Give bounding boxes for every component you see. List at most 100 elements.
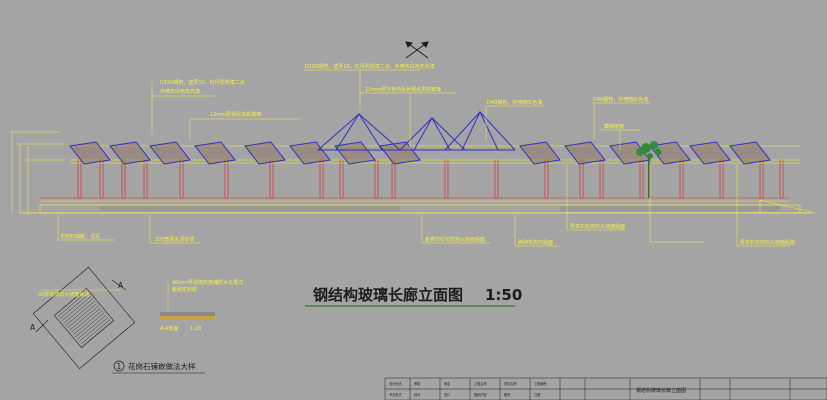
- page-title: 钢结构玻璃长廊立面图: [313, 286, 463, 304]
- hatch-line: [69, 305, 99, 331]
- hatch-line: [75, 312, 105, 338]
- column: [374, 159, 379, 199]
- ground-platform: [20, 197, 816, 214]
- hatch-line: [80, 319, 111, 345]
- section-marker-bottom: A: [30, 323, 36, 332]
- detail-number: 1: [117, 362, 122, 371]
- hatch-line: [78, 317, 109, 342]
- column: [444, 159, 449, 199]
- annotation-top-left-2: 外喷灰白色无光漆: [160, 88, 200, 95]
- hatch-line: [77, 314, 107, 340]
- glass-slat: [519, 141, 561, 165]
- glass-slat: [334, 141, 376, 165]
- annotation-bottom-1: 花岗石铺嵌，详见: [60, 233, 100, 240]
- hatch-line: [59, 294, 90, 319]
- hatch-line: [82, 321, 113, 347]
- column: [143, 159, 148, 199]
- detail-side-note: 30厚花岗石火烧面铺装: [38, 291, 89, 298]
- column: [121, 159, 126, 199]
- section-label: A-A剖面: [160, 325, 178, 332]
- hatch-line: [73, 310, 103, 335]
- column: [99, 159, 104, 199]
- title-block: [384, 377, 827, 400]
- column: [224, 159, 229, 199]
- column-group: [77, 159, 784, 199]
- glass-slat: [194, 141, 236, 165]
- column: [779, 159, 784, 199]
- column: [759, 159, 764, 199]
- hatch-line: [63, 298, 93, 324]
- beam-group: [70, 145, 800, 164]
- title-scale: 1:50: [485, 286, 522, 304]
- annotation-glass-mid: 12mm厚灰色热反射钢化夹胶玻璃: [365, 86, 441, 93]
- tb-cell: 工程编号: [534, 381, 547, 386]
- section-note-1: 40mm厚花岗石面铺防水处理详: [172, 279, 243, 286]
- main-title-block: 钢结构玻璃长廊立面图 1:50: [305, 286, 522, 307]
- section-marker-top: A: [118, 281, 124, 290]
- annotation-top-left-1: D150钢管，壁厚10，红丹防锈漆二涂: [160, 79, 245, 86]
- column: [579, 159, 584, 199]
- glass-slat: [379, 141, 421, 165]
- hatch-line: [61, 296, 91, 322]
- hatch-line: [65, 301, 95, 326]
- column: [179, 159, 184, 199]
- tb-cell: 设计负责: [389, 381, 402, 386]
- section-scale: 1:20: [190, 326, 201, 332]
- column: [599, 159, 604, 199]
- tb-cell: 工程名称: [474, 381, 488, 386]
- column: [391, 159, 396, 199]
- hatch-line: [57, 291, 88, 317]
- annotation-glass-left: 12mm厚钢化夹胶玻璃: [210, 111, 261, 118]
- tb-cell: 设计: [444, 392, 451, 397]
- glass-slat: [564, 141, 606, 165]
- section-note-2: 嵌缝密封胶: [172, 286, 197, 293]
- column: [269, 159, 274, 199]
- tb-cell: 校对: [414, 392, 421, 397]
- detail-title: 花岗石铺嵌做法大样: [128, 361, 196, 371]
- north-arrow-icon: [405, 41, 429, 59]
- tb-cell: 审定: [444, 381, 451, 386]
- glass-slat: [729, 141, 771, 165]
- annotation-plant: 攀缘植物: [604, 123, 624, 130]
- column: [319, 159, 324, 199]
- tb-cell: 图号: [504, 392, 510, 397]
- column: [77, 159, 82, 199]
- glass-slat: [289, 141, 331, 165]
- glass-slat: [69, 141, 111, 165]
- column: [719, 159, 724, 199]
- annotation-bottom-5: 厚浆石花岗石火烧面贴面: [570, 223, 625, 230]
- annotation-texts: D150钢管，壁厚10，红丹防锈漆二涂 外喷灰白色无光漆 12mm厚钢化夹胶玻璃…: [60, 63, 795, 246]
- title-block-text: 设计负责 审核 审定 工程名称 项目名称 工程编号 专业负责 校对 设计 图纸内…: [389, 381, 686, 397]
- tb-cell: 项目名称: [504, 381, 518, 386]
- annotation-d40-right: D40钢管，外喷暗红色漆: [593, 96, 648, 103]
- annotation-roof-top: D180钢管，壁厚10，红丹防锈漆二涂，外喷灰白色无光漆: [305, 63, 435, 70]
- tb-cell: 审核: [414, 381, 421, 386]
- column: [339, 159, 344, 199]
- granite-detail: 30厚花岗石火烧面铺装 A A 1 花岗石铺嵌做法大样: [30, 266, 205, 374]
- column: [544, 159, 549, 199]
- glass-slat: [149, 141, 191, 165]
- glass-slat: [649, 141, 691, 165]
- column: [639, 159, 644, 199]
- glass-slat: [109, 141, 151, 165]
- glass-slat: [244, 141, 286, 165]
- glass-slat: [689, 141, 731, 165]
- column: [679, 159, 684, 199]
- tb-cell: 专业负责: [389, 392, 402, 397]
- tb-drawing-name: 钢结构玻璃长廊立面图: [636, 387, 686, 394]
- hatch-line: [71, 307, 101, 333]
- column: [494, 159, 499, 199]
- section-aa-detail: 40mm厚花岗石面铺防水处理详 嵌缝密封胶 A-A剖面 1:20: [160, 279, 243, 332]
- glass-slat-group: [69, 141, 771, 165]
- pyramid-roof-group: [317, 110, 516, 151]
- annotation-bottom-3: 金锈仿石花岗岩火烧面贴面: [425, 236, 485, 243]
- detail-number-icon: [113, 360, 125, 372]
- tb-cell: 日期: [534, 392, 540, 397]
- hatch-line: [67, 303, 97, 329]
- annotation-bottom-2: 200宽素水泥砂浆: [155, 236, 195, 243]
- tb-cell: 图纸内容: [474, 392, 488, 397]
- annotation-bottom-6: 厚浆石花岗石火烧面贴面: [740, 239, 795, 246]
- annotation-bottom-4: 砖砌花岗石贴面: [518, 239, 553, 246]
- plant-icon: [636, 141, 662, 198]
